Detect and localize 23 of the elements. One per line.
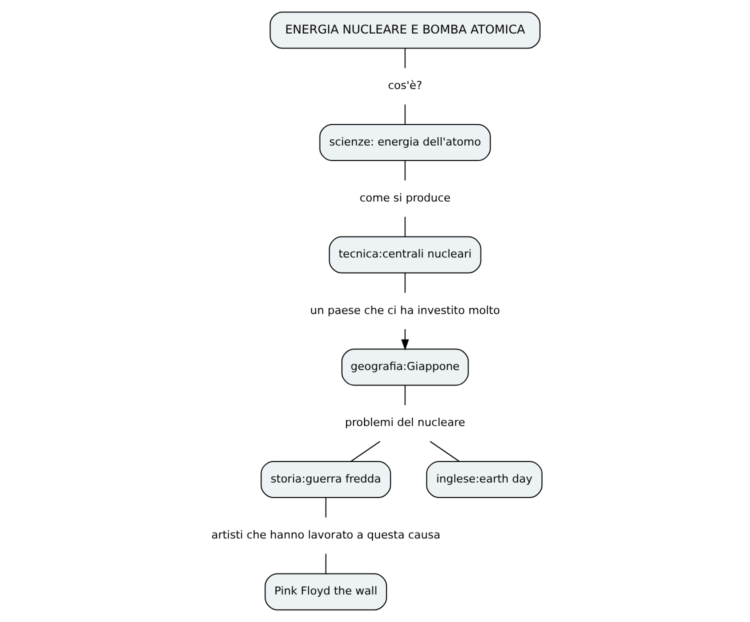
node-box: inglese:earth day [426, 460, 542, 498]
connector [404, 48, 406, 68]
node-box: geografia:Giappone [340, 348, 468, 386]
node-box: scienze: energia dell'atomo [318, 124, 490, 162]
node-text: come si produce [359, 191, 450, 204]
connector [324, 554, 326, 574]
node-text: artisti che hanno lavorato a questa causa [210, 528, 440, 542]
connector [324, 498, 326, 518]
node-text: cos'è? [387, 79, 422, 92]
node-box: Pink Floyd the wall [264, 573, 387, 610]
node-text: un paese che ci ha investito molto [310, 304, 500, 317]
connector [404, 216, 406, 237]
node-text: problemi del nucleare [344, 416, 465, 430]
connector [350, 441, 380, 462]
connector [404, 104, 406, 124]
node-box: storia:guerra fredda [260, 460, 391, 498]
connector [429, 441, 459, 462]
node-box: tecnica:centrali nucleari [328, 236, 481, 274]
node-box: ENERGIA NUCLEARE E BOMBA ATOMICA [269, 12, 540, 49]
connector [404, 160, 406, 180]
connector [404, 272, 406, 293]
connector [404, 385, 406, 406]
arrow [400, 329, 408, 350]
